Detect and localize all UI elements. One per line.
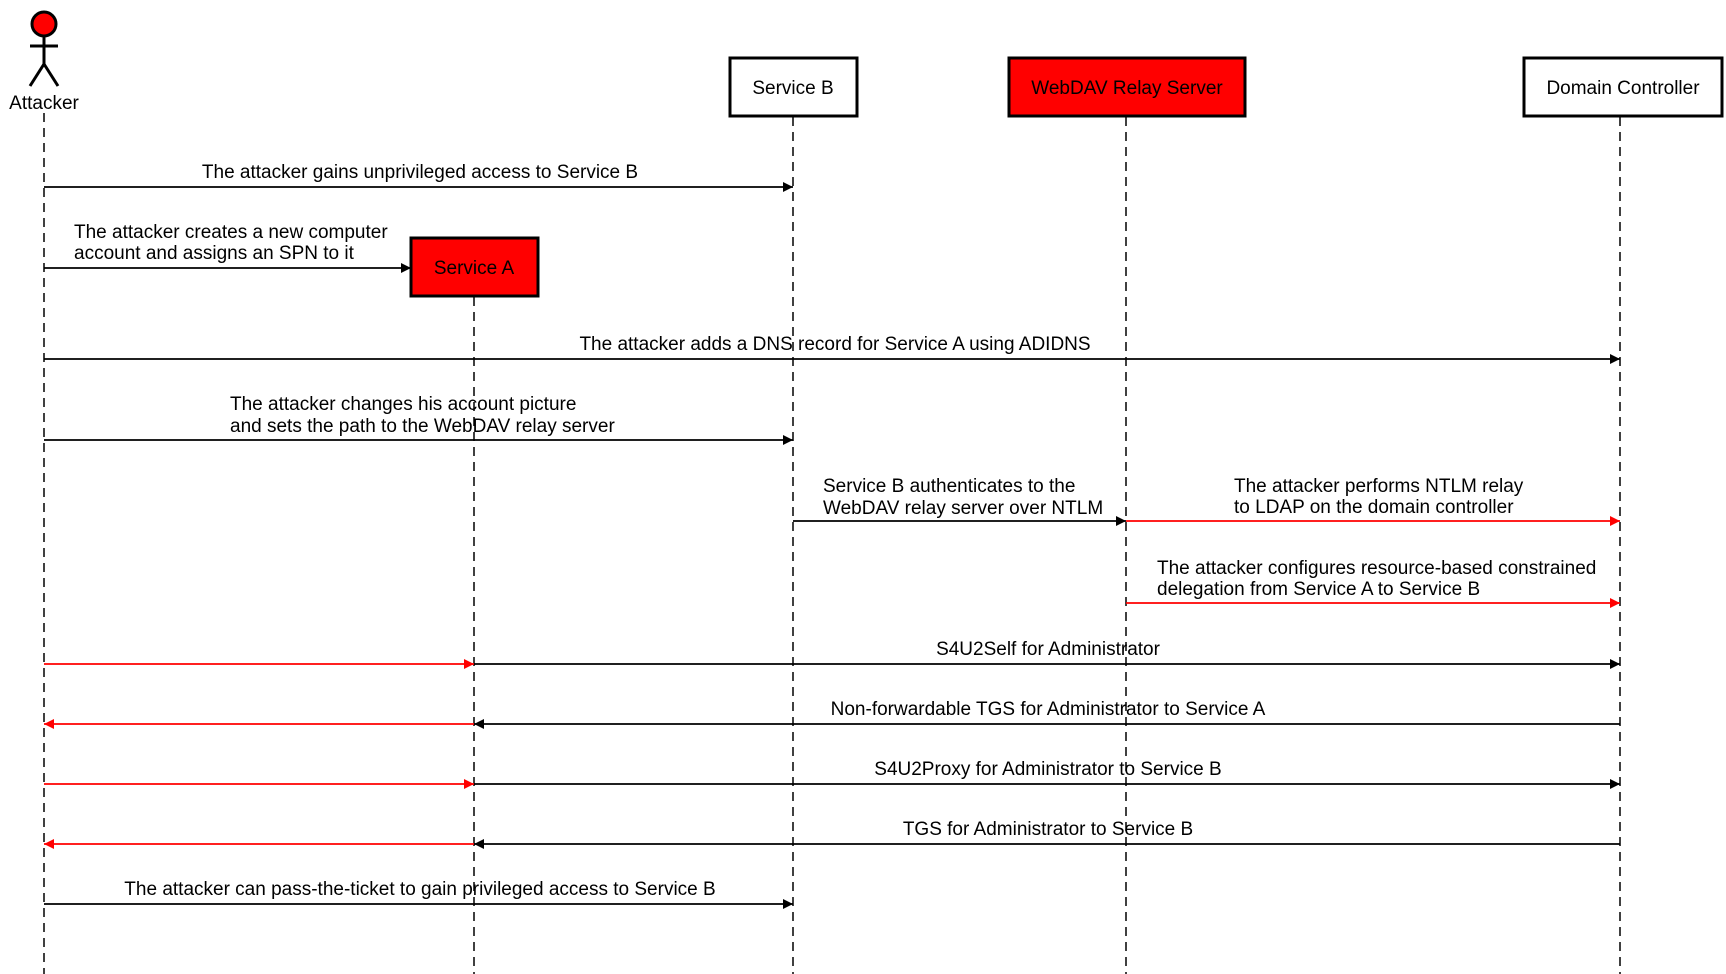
message-label-line-1: Service B authenticates to the [823,476,1075,497]
message-tgs-for-administrator: TGS for Administrator to Service B [44,819,1620,849]
message-label: Non-forwardable TGS for Administrator to… [831,699,1266,720]
webdav-relay-server-box [1007,56,1247,118]
domain-controller-box [1522,56,1724,118]
message-label-line-1: The attacker creates a new computer [74,222,388,243]
message-add-dns-record: The attacker adds a DNS record for Servi… [44,334,1620,364]
message-configure-rbcd: The attacker configures resource-based c… [1126,558,1620,608]
service-a-label: Service A [434,258,515,279]
message-gain-unprivileged-access: The attacker gains unprivileged access t… [44,162,793,192]
service-a-box [409,236,540,298]
service-b-box [728,56,859,118]
actor-left-leg [28,63,46,87]
message-label: The attacker can pass-the-ticket to gain… [124,879,715,900]
message-s4u2proxy: S4U2Proxy for Administrator to Service B [44,759,1620,789]
service-a-participant: Service A [409,236,540,298]
message-label: TGS for Administrator to Service B [903,819,1193,840]
message-label-line-1: The attacker configures resource-based c… [1157,558,1596,579]
service-b-participant: Service B [728,56,859,118]
domain-controller-label: Domain Controller [1546,78,1700,99]
actor-head-icon [30,10,58,38]
message-s4u2self: S4U2Self for Administrator [44,639,1620,669]
message-change-account-picture: The attacker changes his account picture… [44,394,793,445]
message-ntlm-relay-to-ldap: The attacker performs NTLM relay to LDAP… [1126,476,1620,526]
message-label-line-2: delegation from Service A to Service B [1157,579,1480,600]
message-label-line-1: The attacker changes his account picture [230,394,576,415]
message-label-line-1: The attacker performs NTLM relay [1234,476,1524,497]
actor-right-leg [42,63,60,87]
message-service-b-authenticates: Service B authenticates to the WebDAV re… [793,476,1126,526]
message-label-line-2: and sets the path to the WebDAV relay se… [230,416,615,437]
message-label: S4U2Self for Administrator [936,639,1161,660]
attacker-label: Attacker [9,93,79,114]
message-pass-the-ticket: The attacker can pass-the-ticket to gain… [44,879,793,909]
message-label: The attacker gains unprivileged access t… [202,162,638,183]
attacker-actor: Attacker [9,10,80,114]
message-label-line-2: WebDAV relay server over NTLM [823,498,1103,519]
message-non-forwardable-tgs: Non-forwardable TGS for Administrator to… [44,699,1620,729]
service-b-label: Service B [752,78,833,99]
message-label: The attacker adds a DNS record for Servi… [579,334,1090,355]
message-label-line-2: to LDAP on the domain controller [1234,497,1514,518]
webdav-relay-server-participant: WebDAV Relay Server [1007,56,1247,118]
webdav-relay-server-label: WebDAV Relay Server [1031,78,1223,99]
message-create-computer-account: The attacker creates a new computer acco… [44,222,411,273]
domain-controller-participant: Domain Controller [1522,56,1724,118]
message-label: S4U2Proxy for Administrator to Service B [874,759,1221,780]
message-label-line-2: account and assigns an SPN to it [74,243,355,264]
